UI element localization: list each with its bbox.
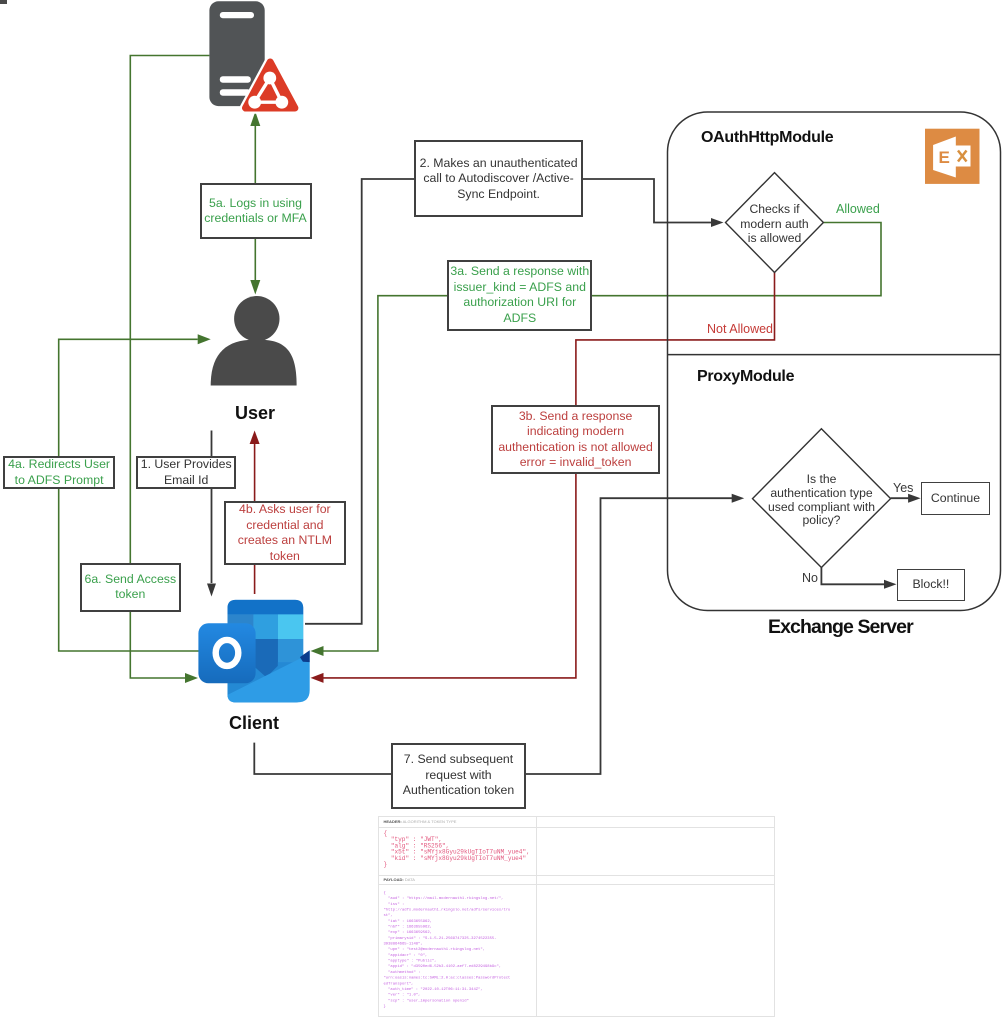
svg-text:E: E [939, 148, 950, 167]
